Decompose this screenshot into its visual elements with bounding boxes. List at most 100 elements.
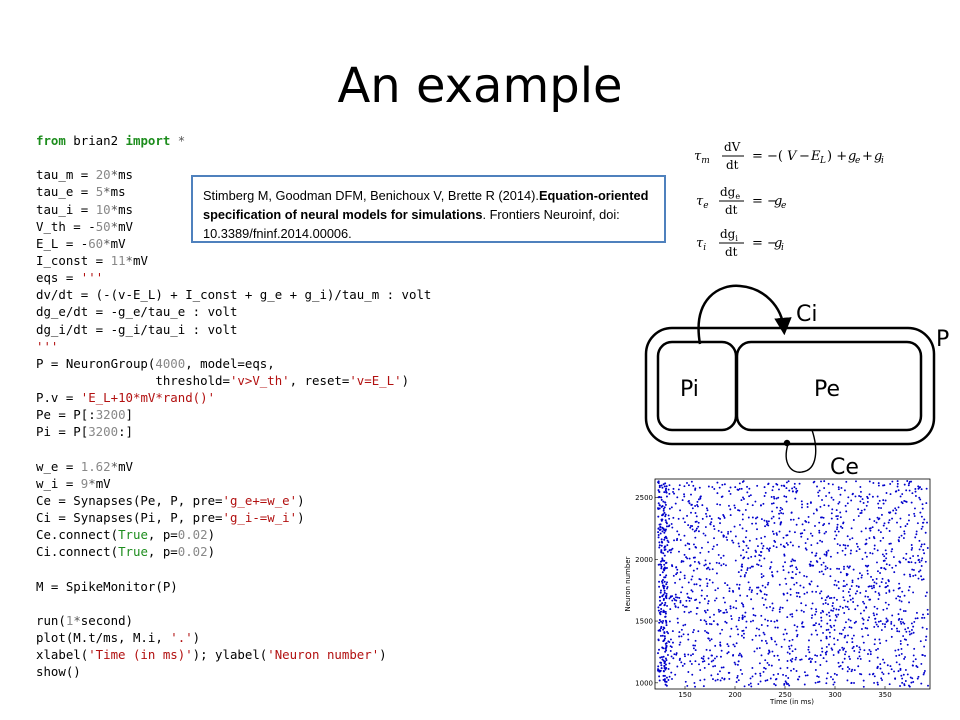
spike-dot [745,544,748,547]
spike-dot [780,484,783,487]
spike-dot [911,677,914,680]
spike-dot [722,513,725,516]
spike-dot [672,657,675,660]
spike-dot [658,585,661,588]
spike-dot [827,603,830,606]
spike-dot [833,672,836,675]
spike-dot [704,629,706,632]
spike-dot [855,645,858,647]
spike-dot [882,658,884,661]
spike-dot [920,559,923,562]
spike-dot [892,509,895,512]
spike-dot [859,495,862,498]
spike-dot [891,517,894,520]
spike-dot [850,549,852,552]
spike-dot [683,574,686,577]
spike-dot [716,543,719,546]
spike-dot [816,485,818,488]
spike-dot [914,561,917,564]
spike-dot [763,557,766,560]
spike-dot [855,542,858,545]
spike-dot [752,614,755,616]
spike-dot [825,530,828,533]
spike-dot [858,646,861,649]
spike-dot [660,567,663,570]
spike-dot [885,552,888,555]
spike-dot [737,660,740,663]
spike-dot [689,564,692,567]
spike-dot [843,489,846,492]
spike-dot [745,620,748,623]
svg-text:= −(: = −( [752,149,783,164]
spike-dot [842,522,845,525]
spike-dot [708,568,711,571]
spike-dot [734,559,737,562]
spike-dot [770,620,773,623]
spike-dot [925,591,928,594]
spike-dot [827,628,830,631]
spike-dot [660,565,663,568]
spike-dot [773,683,776,685]
spike-dot [788,639,791,642]
spike-dot [784,628,787,631]
svg-text:g: g [774,194,782,209]
spike-dot [697,561,700,564]
spike-dot [757,586,760,589]
spike-dot [701,660,704,663]
spike-dot [789,588,792,591]
spike-dot [856,657,859,660]
spike-dot [683,577,686,580]
spike-dot [759,589,762,592]
spike-dot [759,672,762,675]
spike-dot [667,640,670,643]
spike-dot [767,652,770,655]
spike-dot [668,675,671,678]
spike-dot [884,499,887,502]
spike-dot [683,521,686,524]
spike-dot [663,531,666,534]
spike-dot [835,534,838,537]
spike-dot [746,569,749,571]
spike-dot [898,599,901,602]
spike-dot [673,602,676,605]
spike-dot [714,599,716,602]
spike-dot [689,526,692,529]
spike-dot [787,677,790,679]
spike-dot [661,621,664,624]
spike-dot [776,619,779,622]
spike-dot [910,681,913,684]
spike-dot [680,635,683,638]
spike-dot [657,496,660,499]
spike-dot [787,480,790,483]
spike-dot [887,603,890,606]
spike-dot [661,486,664,489]
network-diagram: Ci P Pi Pe Ce [644,284,949,478]
spike-dot [662,619,665,622]
spike-dot [898,654,901,657]
spike-dot [862,502,865,504]
spike-dot [737,633,740,636]
spike-dot [770,517,773,520]
spike-dot [660,620,663,623]
spike-dot [828,611,830,614]
spike-dot [756,528,758,531]
spike-dot [836,523,839,526]
spike-dot [665,522,668,525]
spike-dot [897,587,900,590]
spike-dot [716,678,719,681]
spike-dot [743,632,745,635]
spike-dot [889,542,892,545]
spike-dot [704,563,707,566]
spike-dot [696,505,699,508]
spike-dot [812,624,815,627]
spike-dot [845,510,848,513]
spike-dot [797,592,800,594]
spike-dot [671,526,674,529]
spike-dot [845,572,848,575]
spike-dot [874,617,877,620]
spike-dot [795,487,798,490]
spike-dot [760,542,763,545]
spike-dot [823,504,826,507]
spike-dot [872,536,875,538]
spike-dot [769,567,771,570]
